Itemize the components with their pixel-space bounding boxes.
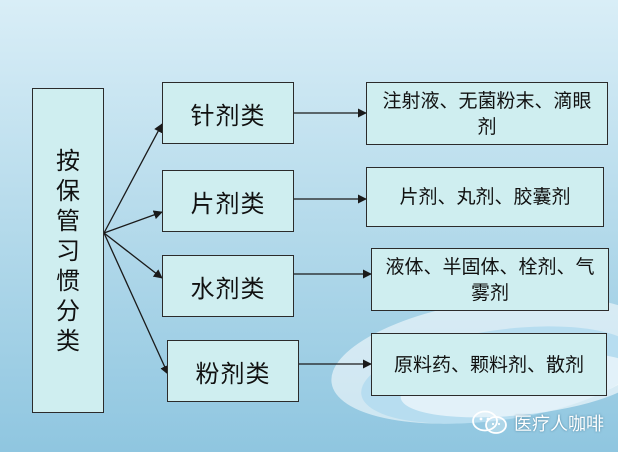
root-node: 按保管习惯分类 <box>32 88 104 413</box>
detail-node-tablet: 片剂、丸剂、胶囊剂 <box>366 167 604 227</box>
wechat-icon <box>472 410 507 434</box>
arrow-root-to-cat-2 <box>103 232 163 279</box>
category-node-injection: 针剂类 <box>162 82 294 144</box>
watermark-text: 医疗人咖啡 <box>514 414 604 435</box>
detail-label: 液体、半固体、栓剂、气雾剂 <box>385 255 595 304</box>
category-node-powder: 粉剂类 <box>167 340 299 402</box>
category-node-liquid: 水剂类 <box>162 255 294 317</box>
category-node-tablet: 片剂类 <box>162 170 294 232</box>
detail-label: 注射液、无菌粉末、滴眼剂 <box>382 89 592 138</box>
arrow-root-to-cat-0 <box>103 123 163 234</box>
arrow-root-to-cat-1 <box>103 210 163 234</box>
detail-node-injection: 注射液、无菌粉末、滴眼剂 <box>366 82 608 145</box>
category-label: 片剂类 <box>190 189 266 218</box>
detail-label: 原料药、颗料剂、散剂 <box>393 353 584 376</box>
watermark: 医疗人咖啡 <box>472 406 604 440</box>
detail-node-liquid: 液体、半固体、栓剂、气雾剂 <box>371 248 609 311</box>
category-label: 针剂类 <box>190 101 266 130</box>
category-label: 粉剂类 <box>195 359 271 388</box>
detail-label: 片剂、丸剂、胶囊剂 <box>399 186 571 208</box>
arrow-root-to-cat-3 <box>103 232 169 375</box>
detail-node-powder: 原料药、颗料剂、散剂 <box>371 333 607 396</box>
category-label: 水剂类 <box>190 274 266 303</box>
root-node-label: 按保管习惯分类 <box>56 146 80 355</box>
